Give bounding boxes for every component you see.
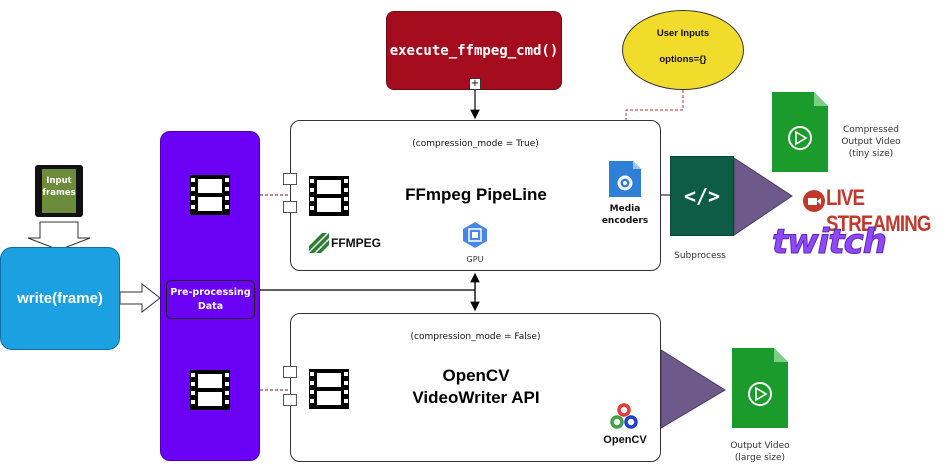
opencv-output-funnel xyxy=(660,349,726,429)
input-to-write-arrow xyxy=(27,221,91,251)
port-tag xyxy=(283,366,297,378)
subprocess-box: </> xyxy=(670,156,734,236)
gpu-chip-icon xyxy=(463,222,487,248)
preprocessing-data-box: Pre-processing Data xyxy=(166,280,255,319)
twitch-logo: twitch xyxy=(772,222,888,263)
input-frames-line1: Input xyxy=(46,176,72,186)
user-inputs-ellipse: User Inputs options={} xyxy=(622,10,744,90)
output-video-line2: (large size) xyxy=(734,453,786,463)
gpu-label: GPU xyxy=(466,255,484,264)
user-inputs-title: User Inputs xyxy=(656,28,710,39)
port-tag xyxy=(283,173,297,185)
live-streaming-label: LIVE STREAMING xyxy=(826,185,931,236)
ffmpeg-compression-mode: (compression_mode = True) xyxy=(412,139,539,149)
output-video-file-icon xyxy=(732,348,788,428)
film-strip-icon xyxy=(309,176,349,216)
user-inputs-options: options={} xyxy=(659,54,707,65)
write-to-preproc-arrow xyxy=(119,282,161,314)
opencv-videowriter-card: (compression_mode = False) OpenCV VideoW… xyxy=(283,313,661,462)
ffmpeg-logo-icon xyxy=(309,233,329,253)
media-encoders-line1: Media xyxy=(609,204,641,214)
compressed-output-line3: (tiny size) xyxy=(848,149,894,159)
ffmpeg-pipeline-card: (compression_mode = True) FFmpeg PipeLin… xyxy=(283,120,661,271)
port-tag xyxy=(283,201,297,213)
preprocessing-line2: Data xyxy=(197,301,224,312)
compressed-output-line1: Compressed xyxy=(843,125,899,135)
execute-ffmpeg-cmd-label: execute_ffmpeg_cmd() xyxy=(389,42,559,59)
ffmpeg-title: FFmpeg PipeLine xyxy=(405,185,547,204)
film-strip-icon xyxy=(190,175,230,215)
subprocess-label: Subprocess xyxy=(674,251,726,261)
ffmpeg-logo-text: FFMPEG xyxy=(331,236,381,250)
media-encoder-gear-icon xyxy=(609,161,641,197)
live-camera-icon xyxy=(803,190,825,212)
film-strip-icon xyxy=(309,369,349,409)
media-encoders-label: Media encoders xyxy=(597,203,653,227)
write-frame-box: write(frame) xyxy=(0,247,120,350)
opencv-title-line2: VideoWriter API xyxy=(412,388,540,407)
media-encoders-line2: encoders xyxy=(601,216,649,226)
compressed-video-file-icon xyxy=(772,92,828,172)
opencv-logo-text: OpenCV xyxy=(603,434,647,446)
expand-plus-icon[interactable]: + xyxy=(469,78,481,90)
compressed-output-line2: Output Video xyxy=(841,137,901,147)
output-video-label: Output Video (large size) xyxy=(715,440,805,464)
execute-ffmpeg-cmd-box: execute_ffmpeg_cmd() xyxy=(386,11,562,90)
film-strip-icon xyxy=(190,370,230,410)
opencv-compression-mode: (compression_mode = False) xyxy=(410,332,541,342)
opencv-logo-icon xyxy=(610,403,638,429)
preprocessing-line1: Pre-processing xyxy=(170,287,251,298)
opencv-title-line1: OpenCV xyxy=(442,366,510,385)
code-icon: </> xyxy=(683,184,721,208)
port-tag xyxy=(283,394,297,406)
compressed-output-label: Compressed Output Video (tiny size) xyxy=(828,124,914,160)
ffmpeg-output-funnel xyxy=(733,157,793,236)
output-video-line1: Output Video xyxy=(730,441,790,451)
write-frame-label: write(frame) xyxy=(17,290,103,307)
input-frames-film-icon: Input frames xyxy=(35,165,83,217)
input-frames-line2: frames xyxy=(42,188,76,198)
